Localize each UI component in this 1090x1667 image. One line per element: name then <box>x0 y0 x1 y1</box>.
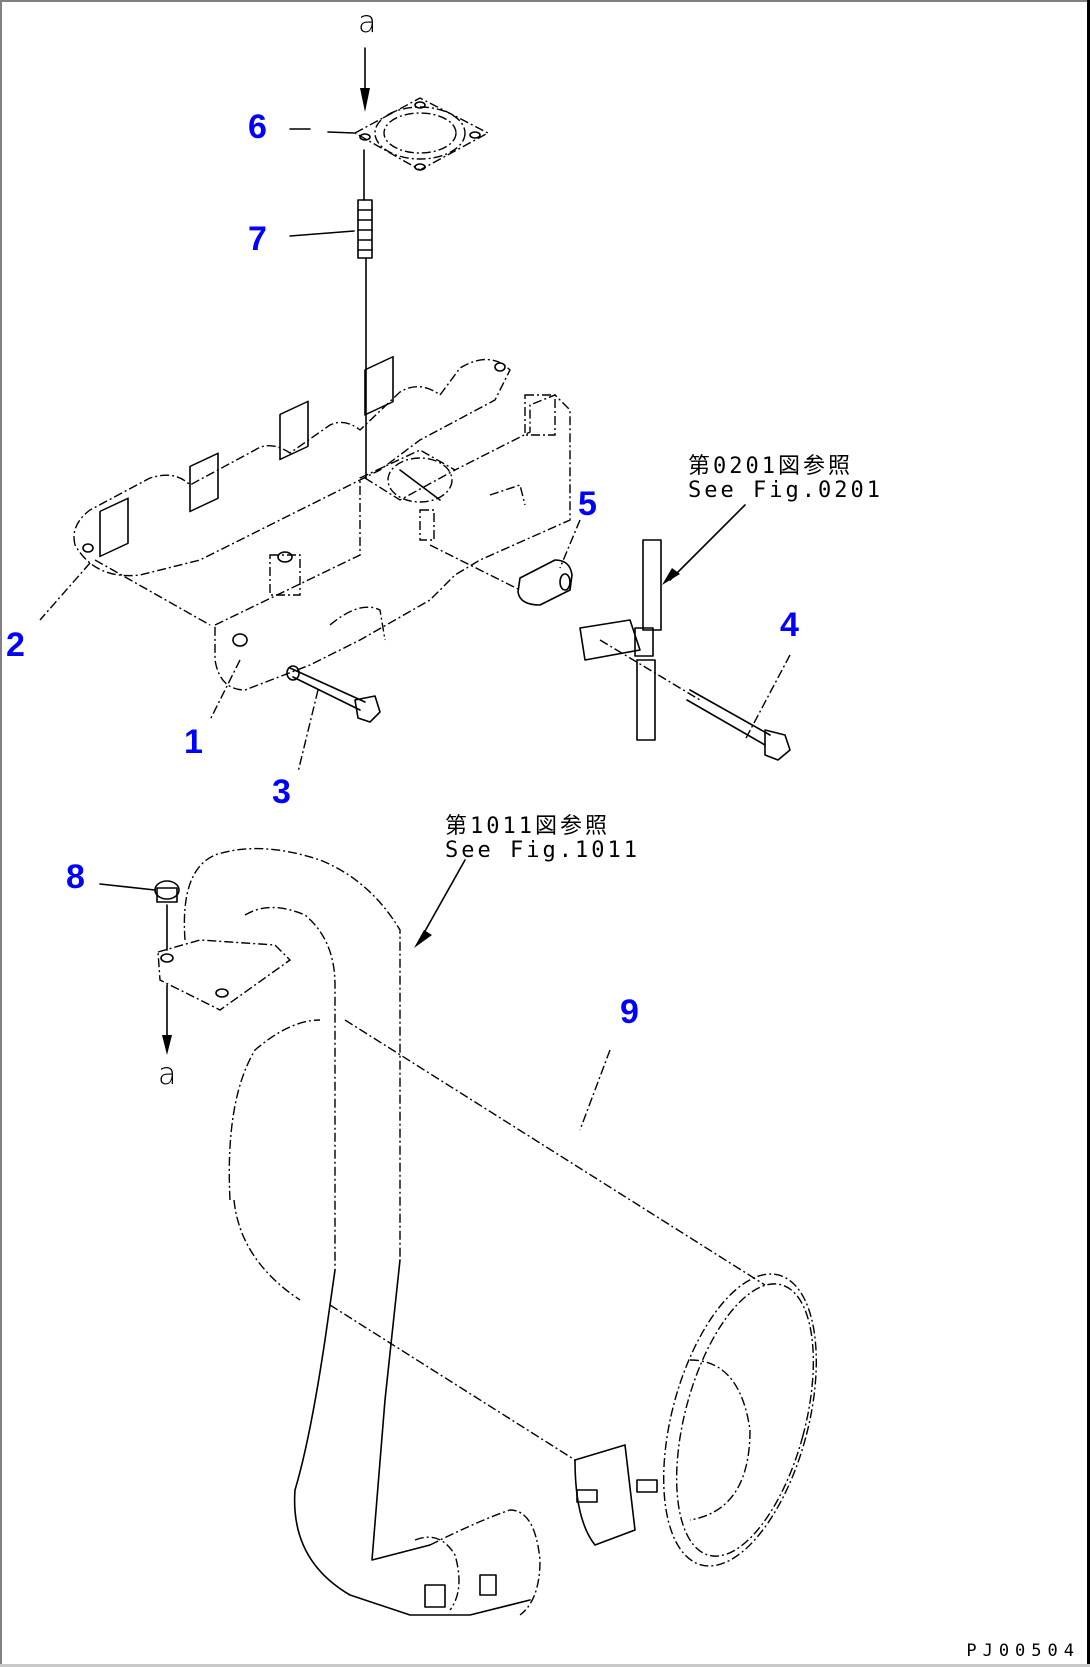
exhaust-manifold-part <box>214 394 571 691</box>
callout-4[interactable]: 4 <box>780 606 799 644</box>
frame-top-border <box>0 0 1090 2</box>
gasket-part <box>353 97 490 171</box>
reference-jp-0201: 第0201図参照 <box>688 454 853 479</box>
reference-note-1011: 第1011図参照 See Fig.1011 <box>445 814 640 864</box>
callout-1[interactable]: 1 <box>184 723 203 761</box>
callout-2[interactable]: 2 <box>6 626 25 664</box>
callout-5[interactable]: 5 <box>578 485 597 523</box>
leader-9 <box>579 1049 611 1131</box>
reference-arrow-1011 <box>419 859 466 941</box>
stud-part <box>357 199 373 259</box>
leader-5 <box>559 519 581 569</box>
frame-bottom-border <box>0 1664 1090 1667</box>
reference-note-0201: 第0201図参照 See Fig.0201 <box>688 454 883 504</box>
callout-6[interactable]: 6 <box>248 108 267 146</box>
callout-9[interactable]: 9 <box>620 993 639 1031</box>
bottom-arrow <box>162 1035 172 1055</box>
drawing-code: PJ00504 <box>966 1641 1080 1661</box>
exhaust-pipe-part <box>183 847 541 1616</box>
reference-en-0201: See Fig.0201 <box>688 478 883 504</box>
bolt-4-part <box>686 689 791 761</box>
callout-3[interactable]: 3 <box>272 773 291 811</box>
callout-7[interactable]: 7 <box>248 220 267 258</box>
frame-left-border <box>0 0 2 1667</box>
marker-a-top: a <box>358 5 377 40</box>
leader-7 <box>289 230 355 237</box>
reference-jp-1011: 第1011図参照 <box>445 814 610 839</box>
callout-8[interactable]: 8 <box>66 858 85 896</box>
spacer-part <box>517 559 573 606</box>
bolt-3-part <box>286 665 381 723</box>
leader-2 <box>39 562 91 621</box>
marker-a-bottom: a <box>158 1057 177 1092</box>
reference-en-1011: See Fig.1011 <box>445 838 640 864</box>
muffler-part <box>228 1019 817 1567</box>
reference-arrow-0201 <box>669 504 746 581</box>
frame-right-border <box>1087 0 1090 1667</box>
leader-4 <box>744 654 791 741</box>
nut-part <box>99 880 180 903</box>
leader-1 <box>209 659 241 721</box>
clamp-part <box>579 539 662 741</box>
leader-6b <box>327 131 355 134</box>
flange-part <box>157 939 292 1011</box>
top-arrow <box>360 47 370 112</box>
manifold-gasket-part <box>73 355 511 577</box>
leader-3 <box>297 689 319 773</box>
